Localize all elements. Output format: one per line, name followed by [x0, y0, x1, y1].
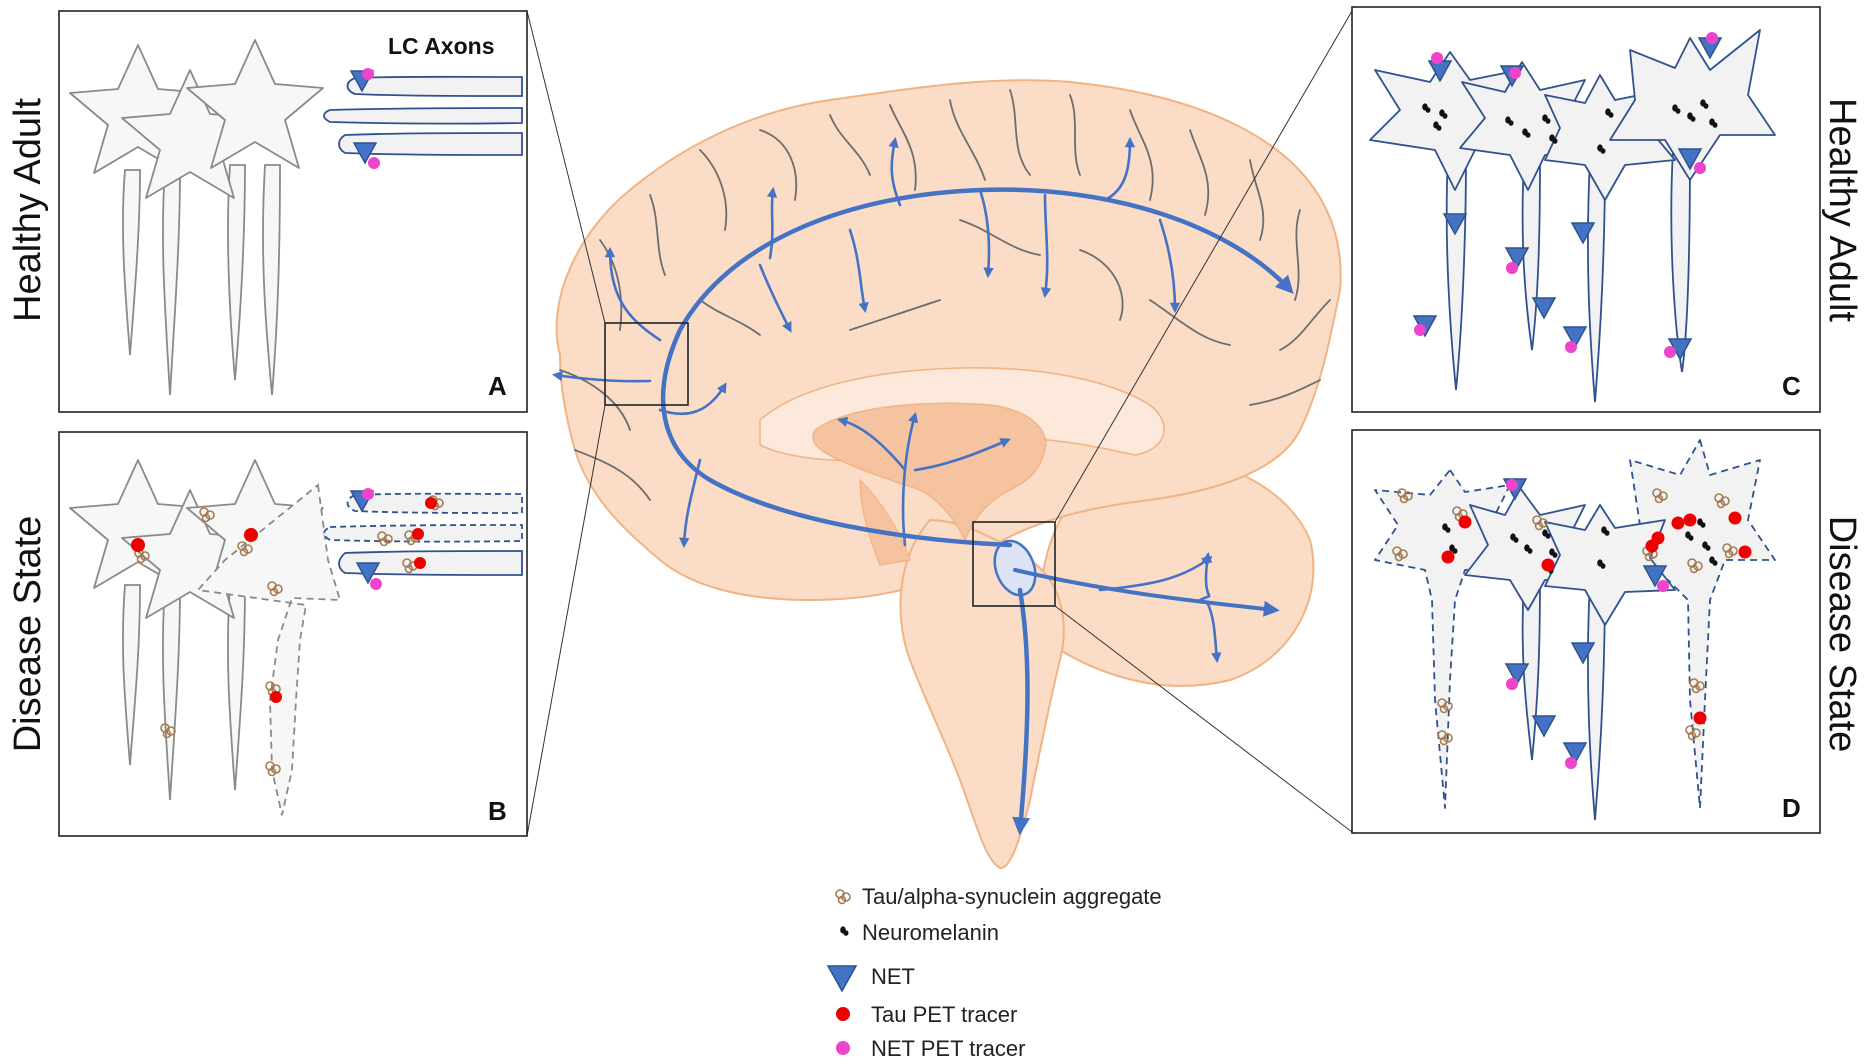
- row-label-healthy-right: Healthy Adult: [1821, 98, 1863, 322]
- noradrenergic-pathway: [551, 136, 1294, 836]
- net-c: [1413, 32, 1722, 360]
- svg-text:Tau PET tracer: Tau PET tracer: [871, 1002, 1017, 1027]
- cortical-sulci: [559, 89, 1331, 501]
- legend-item-net: NET: [826, 964, 915, 993]
- svg-text:Tau/alpha-synuclein aggregate: Tau/alpha-synuclein aggregate: [862, 884, 1162, 909]
- row-label-disease-right: Disease State: [1821, 516, 1863, 753]
- neuromelanin-icon: [840, 926, 849, 936]
- brainstem: [899, 518, 1065, 869]
- cortical-neurons-healthy: [69, 39, 324, 396]
- svg-text:NET: NET: [871, 964, 915, 989]
- panel-d-letter: D: [1782, 793, 1801, 823]
- panel-b-letter: B: [488, 796, 507, 826]
- panel-a-letter: A: [488, 371, 507, 401]
- zoom-box-locus-coeruleus: [972, 521, 1056, 607]
- aggregate-icon: [835, 889, 851, 905]
- legend-item-tau-tracer: Tau PET tracer: [836, 1002, 1017, 1027]
- legend-item-net-tracer: NET PET tracer: [836, 1036, 1025, 1061]
- panel-a: LC Axons A: [58, 10, 528, 413]
- brain-illustration: [526, 10, 1353, 869]
- row-label-disease-left: Disease State: [7, 516, 49, 753]
- lc-axons-label: LC Axons: [388, 33, 495, 59]
- net-d: [1503, 478, 1669, 769]
- legend-item-neuromelanin: Neuromelanin: [840, 920, 999, 945]
- legend-item-aggregate: Tau/alpha-synuclein aggregate: [835, 884, 1162, 909]
- panel-c: C: [1351, 6, 1821, 413]
- panel-b: B: [58, 431, 528, 837]
- degenerating-neuron: [196, 483, 342, 816]
- panel-c-letter: C: [1782, 371, 1801, 401]
- panel-d: D: [1351, 429, 1821, 834]
- legend: Tau/alpha-synuclein aggregate Neuromelan…: [826, 884, 1162, 1061]
- zoom-box-cortex: [604, 322, 689, 406]
- net-triangle-icon: [826, 965, 858, 993]
- row-label-healthy-left: Healthy Adult: [7, 98, 49, 322]
- locus-coeruleus: [993, 539, 1037, 597]
- zoom-connector-lines: [526, 10, 1353, 837]
- lc-axons-healthy: [323, 75, 523, 156]
- svg-text:NET PET tracer: NET PET tracer: [871, 1036, 1025, 1061]
- svg-text:Neuromelanin: Neuromelanin: [862, 920, 999, 945]
- magenta-dot-icon: [836, 1041, 850, 1055]
- red-dot-icon: [836, 1007, 850, 1021]
- tau-tracer-d: [1441, 511, 1752, 725]
- lc-neurons-healthy: [1369, 29, 1776, 403]
- main-pathway: [660, 187, 1294, 548]
- cortical-neurons-disease: [69, 459, 324, 801]
